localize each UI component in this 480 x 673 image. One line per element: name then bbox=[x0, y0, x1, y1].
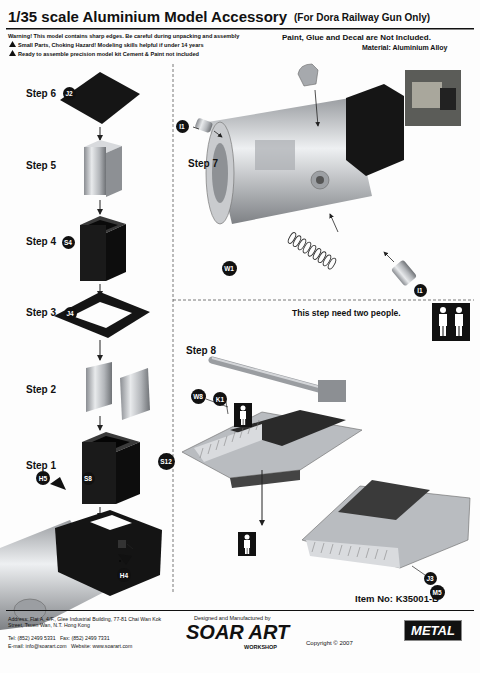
callout-number: J2 bbox=[63, 87, 76, 100]
note: Ready to assemble precision model kit Ce… bbox=[18, 51, 199, 57]
step-label: Step 3 bbox=[26, 307, 56, 319]
brand-logo: SOAR ART bbox=[186, 621, 289, 644]
callout-number: I1 bbox=[176, 120, 189, 133]
callout-number: S12 bbox=[158, 453, 175, 470]
credit: Designed and Manufactured by bbox=[194, 615, 270, 621]
callout-text: I1 bbox=[179, 123, 184, 130]
callout-number: H4 bbox=[117, 568, 131, 582]
brand-sub: WORKSHOP bbox=[244, 644, 277, 650]
contact: Tel: (852) 2499 5331 Fax: (852) 2499 733… bbox=[8, 636, 110, 642]
callout-number: S8 bbox=[82, 472, 95, 485]
item-number: Item No: K35001-B bbox=[355, 594, 439, 605]
subtitle: (For Dora Railway Gun Only) bbox=[294, 12, 430, 24]
copyright: Copyright © 2007 bbox=[306, 640, 353, 647]
logo-text: METAL bbox=[411, 623, 455, 638]
callout-text: W1 bbox=[224, 265, 234, 272]
callout-number: M5 bbox=[430, 585, 445, 600]
callout-text: H4 bbox=[120, 572, 128, 579]
logo-box: METAL bbox=[404, 620, 462, 641]
callout-text: H5 bbox=[39, 475, 47, 482]
address: Address: Flat A, 4/F., Glee Industrial B… bbox=[8, 617, 168, 629]
step-label: Step 4 bbox=[26, 236, 56, 248]
step-label: Step 8 bbox=[186, 345, 216, 357]
note: This step need two people. bbox=[292, 309, 401, 319]
callout-text: W8 bbox=[193, 393, 203, 400]
step-label: Step 6 bbox=[26, 88, 56, 100]
note: Paint, Glue and Decal are Not Included. bbox=[282, 33, 431, 42]
callout-number: J4 bbox=[64, 307, 77, 320]
step-label: Step 1 bbox=[26, 460, 56, 472]
callout-text: S12 bbox=[160, 458, 172, 465]
callout-text: S4 bbox=[64, 239, 72, 246]
callout-text: S8 bbox=[84, 475, 92, 482]
callout-number: H5 bbox=[36, 471, 50, 485]
title: 1/35 scale Aluminium Model Accessory bbox=[8, 8, 287, 25]
callout-number: K1 bbox=[213, 392, 227, 406]
callout-number: J3 bbox=[424, 572, 437, 585]
callout-text: J2 bbox=[65, 90, 72, 97]
step-label: Step 7 bbox=[188, 158, 218, 170]
callout-number: S4 bbox=[62, 236, 75, 249]
step-label: Step 5 bbox=[26, 160, 56, 172]
callout-text: J3 bbox=[426, 575, 433, 582]
callout-number: W1 bbox=[222, 261, 237, 276]
callout-text: I1 bbox=[417, 287, 422, 294]
step-label: Step 2 bbox=[26, 384, 56, 396]
warning-note: Small Parts, Choking Hazard! Modeling sk… bbox=[18, 42, 204, 48]
callout-text: K1 bbox=[216, 396, 224, 403]
callout-number: W8 bbox=[191, 389, 206, 404]
warning-note: Warning! This model contains sharp edges… bbox=[8, 33, 239, 39]
callout-text: M5 bbox=[432, 589, 441, 596]
callout-text: J4 bbox=[66, 310, 73, 317]
callout-number: I1 bbox=[414, 284, 427, 297]
contact: E-mail: info@soarart.com Website: www.so… bbox=[8, 644, 132, 650]
note: Material: Aluminium Alloy bbox=[362, 44, 447, 52]
